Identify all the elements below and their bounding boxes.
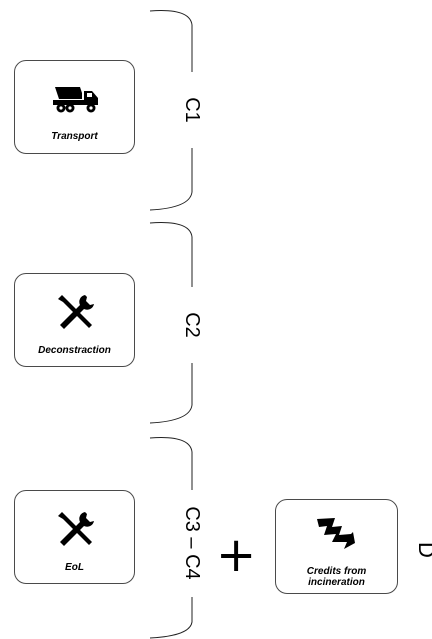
edge-glyph: D [413, 542, 432, 558]
transport-label: Transport [51, 131, 98, 142]
deconstraction-box: Deconstraction [14, 273, 135, 367]
plus-operator: + [216, 527, 257, 583]
credits-label: Credits from incineration [306, 566, 367, 588]
transport-box: Transport [14, 60, 135, 154]
tools-icon [58, 512, 94, 546]
tools-icon [58, 295, 94, 329]
stage-label-c3-c4: C3 – C4 [181, 506, 203, 580]
deconstraction-label: Deconstraction [38, 345, 111, 356]
truck-icon [53, 87, 98, 113]
eol-box: EoL [14, 490, 135, 584]
eol-label: EoL [65, 562, 84, 573]
credits-box: Credits from incineration [275, 499, 398, 594]
stage-label-c1: C1 [181, 97, 203, 123]
stage-label-c2: C2 [181, 312, 203, 338]
lightning-icon [317, 518, 355, 549]
